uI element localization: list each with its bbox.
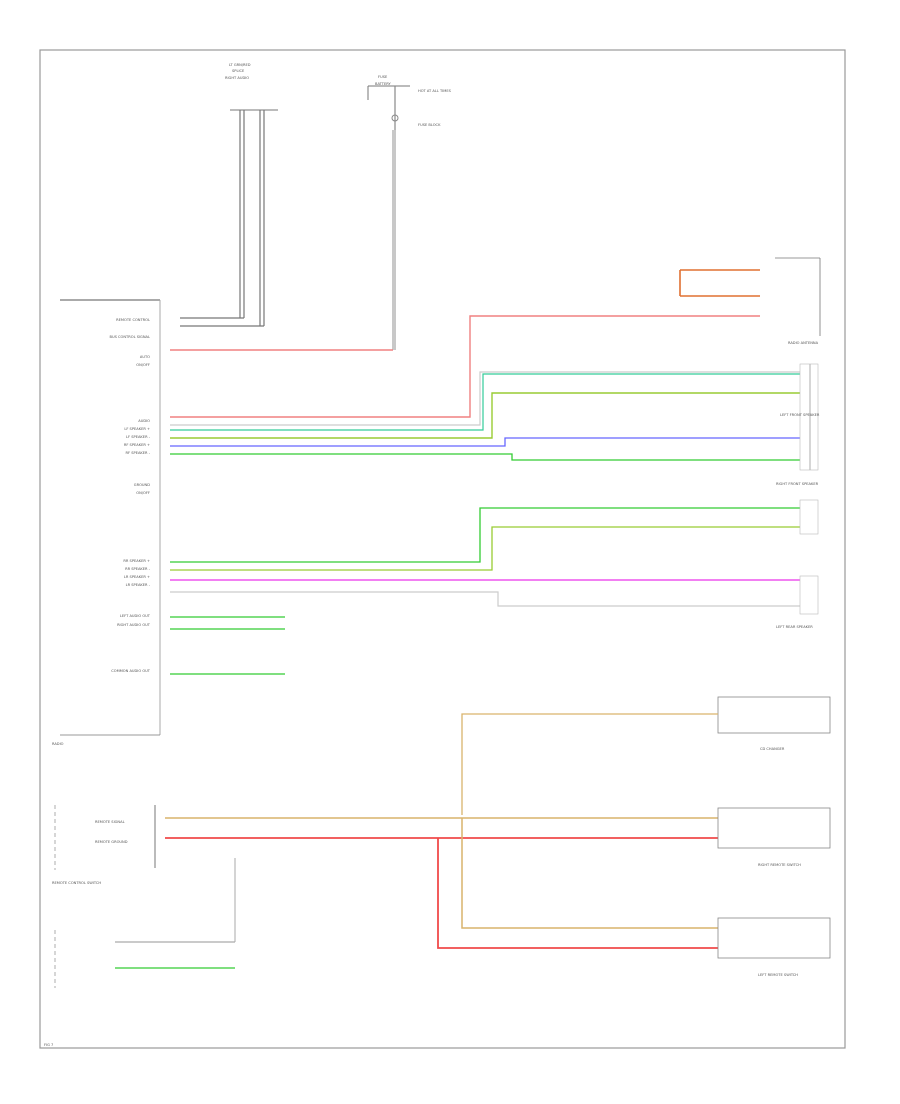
radio-pin-label-16: LEFT AUDIO OUT	[120, 614, 151, 618]
radio-pin-label-9: RF SPEAKER -	[126, 451, 151, 455]
top-right-fuse: FUSE BATTERY HOT AT ALL TIMES FUSE BLOCK	[367, 75, 452, 350]
steering-remote-control: REMOTE CONTROL SWITCH REMOTE SIGNAL REMO…	[52, 805, 156, 885]
top-left-label-1: LT GRN/RED	[229, 63, 251, 67]
radio-pin-label-7: LF SPEAKER -	[126, 435, 151, 439]
lf-speaker-label: LEFT FRONT SPEAKER	[780, 413, 820, 417]
right-front-speaker: RIGHT FRONT SPEAKER	[776, 482, 819, 535]
radio-pin-label-8: RF SPEAKER +	[124, 443, 150, 447]
top-left-connector: LT GRN/RED SPLICE RIGHT AUDIO	[180, 63, 278, 327]
cd-changer-label: CD CHANGER	[760, 747, 785, 751]
rf-speaker-label: RIGHT FRONT SPEAKER	[776, 482, 819, 486]
radio-pin-label-11: ON/OFF	[136, 491, 150, 495]
fuse-label: FUSE	[378, 75, 388, 79]
radio-pin-label-15: LR SPEAKER -	[126, 583, 151, 587]
remote-signal-label: REMOTE SIGNAL	[95, 820, 125, 824]
radio-pin-label-18: COMMON AUDIO OUT	[111, 669, 151, 673]
radio-label: RADIO	[52, 742, 64, 746]
radio-pin-label-1: REMOTE CONTROL	[116, 318, 150, 322]
radio-pin-label-6: LF SPEAKER +	[124, 427, 150, 431]
left-rear-speaker: LEFT REAR SPEAKER	[776, 575, 819, 629]
antenna-section: RADIO ANTENNA	[679, 257, 821, 345]
left-remote-label: LEFT REMOTE SWITCH	[758, 973, 798, 977]
diagram-border	[39, 49, 846, 1049]
radio-pin-label-10: GROUND	[134, 483, 150, 487]
remote-ground-label: REMOTE GROUND	[95, 840, 128, 844]
radio-pin-label-2: BUS CONTROL SIGNAL	[110, 335, 151, 339]
cd-changer: CD CHANGER	[717, 696, 831, 751]
radio-pin-label-17: RIGHT AUDIO OUT	[117, 623, 151, 627]
top-left-label-3: RIGHT AUDIO	[225, 76, 249, 80]
battery-label: BATTERY	[375, 82, 392, 86]
figure-code: FIG 7	[44, 1043, 53, 1047]
antenna-label: RADIO ANTENNA	[788, 341, 819, 345]
fuse-block-label: FUSE BLOCK	[418, 123, 441, 127]
right-remote-label: RIGHT REMOTE SWITCH	[758, 863, 801, 867]
radio-pin-label-13: RR SPEAKER -	[125, 567, 151, 571]
steering-control-label: REMOTE CONTROL SWITCH	[52, 881, 101, 885]
lr-speaker-label: LEFT REAR SPEAKER	[776, 625, 813, 629]
radio-pin-label-3: AUTO	[140, 355, 150, 359]
top-left-label-2: SPLICE	[232, 69, 245, 73]
radio-module: RADIO REMOTE CONTROL BUS CONTROL SIGNAL …	[52, 299, 161, 746]
radio-pin-label-12: RR SPEAKER +	[123, 559, 150, 563]
hot-label: HOT AT ALL TIMES	[418, 89, 452, 93]
right-remote-switch: RIGHT REMOTE SWITCH	[717, 807, 831, 867]
left-remote-switch: LEFT REMOTE SWITCH	[717, 917, 831, 977]
radio-pin-label-14: LR SPEAKER +	[124, 575, 150, 579]
left-front-speaker: LEFT FRONT SPEAKER	[780, 363, 820, 471]
radio-pin-label-5: AUDIO	[138, 419, 150, 423]
radio-pin-label-4: ON/OFF	[136, 363, 150, 367]
